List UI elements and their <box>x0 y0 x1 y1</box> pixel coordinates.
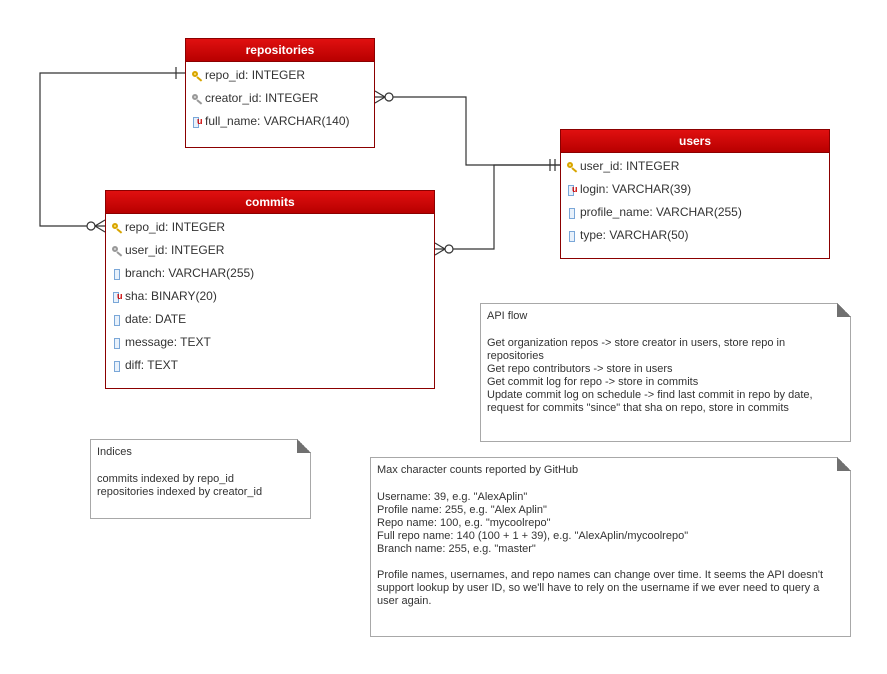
note-fold-corner <box>297 439 311 453</box>
field-row[interactable]: branch: VARCHAR(255) <box>112 263 254 283</box>
field-row[interactable]: login: VARCHAR(39) <box>567 179 691 199</box>
field-label: repo_id: INTEGER <box>205 68 306 82</box>
column-icon <box>112 337 123 350</box>
note-line: Profile name: 255, e.g. "Alex Aplin" <box>377 504 547 516</box>
edge-zero-mark-repositories <box>384 92 394 102</box>
entity-commits[interactable]: commits repo_id: INTEGER user_id: INTEGE… <box>105 190 435 389</box>
note-fold-corner <box>837 457 851 471</box>
column-icon <box>112 360 123 373</box>
note-line: Branch name: 255, e.g. "master" <box>377 543 536 555</box>
note-fold-corner <box>837 303 851 317</box>
field-label: date: DATE <box>125 312 187 326</box>
edge-zero-mark-commits <box>86 221 96 231</box>
field-label: diff: TEXT <box>125 358 178 372</box>
field-row[interactable]: creator_id: INTEGER <box>192 88 318 108</box>
edge-commits-users <box>435 164 560 250</box>
entity-title: users <box>561 130 829 153</box>
column-icon <box>567 207 578 220</box>
field-row[interactable]: repo_id: INTEGER <box>192 65 305 85</box>
field-row[interactable]: message: TEXT <box>112 332 211 352</box>
note-title: Max character counts reported by GitHub <box>377 464 579 476</box>
field-row[interactable]: date: DATE <box>112 309 186 329</box>
field-label: user_id: INTEGER <box>125 243 225 257</box>
unique-column-icon <box>192 116 203 129</box>
field-label: creator_id: INTEGER <box>205 91 319 105</box>
entity-title: repositories <box>186 39 374 62</box>
unique-column-icon <box>112 291 123 304</box>
primary-key-icon <box>112 222 123 233</box>
foreign-key-icon <box>112 245 123 256</box>
field-label: user_id: INTEGER <box>580 159 680 173</box>
note-footer: Profile names, usernames, and repo names… <box>377 569 824 607</box>
field-label: message: TEXT <box>125 335 211 349</box>
note-line: Get repo contributors -> store in users <box>487 363 673 375</box>
primary-key-icon <box>567 161 578 172</box>
field-row[interactable]: diff: TEXT <box>112 355 178 375</box>
field-row[interactable]: type: VARCHAR(50) <box>567 225 688 245</box>
field-label: repo_id: INTEGER <box>125 220 226 234</box>
note-max-chars[interactable]: Max character counts reported by GitHub … <box>370 457 851 637</box>
field-row[interactable]: profile_name: VARCHAR(255) <box>567 202 742 222</box>
field-row[interactable]: repo_id: INTEGER <box>112 217 225 237</box>
field-label: full_name: VARCHAR(140) <box>205 114 350 128</box>
note-line: commits indexed by repo_id <box>97 473 234 485</box>
note-line: Full repo name: 140 (100 + 1 + 39), e.g.… <box>377 530 689 542</box>
edge-many-mark-repositories <box>374 90 386 104</box>
edge-repositories-commits <box>39 72 186 227</box>
column-icon <box>567 230 578 243</box>
edge-zero-mark-commits-user <box>444 244 454 254</box>
note-line: Get organization repos -> store creator … <box>487 337 786 362</box>
field-label: login: VARCHAR(39) <box>580 182 692 196</box>
note-line: Get commit log for repo -> store in comm… <box>487 376 699 388</box>
column-icon <box>112 268 123 281</box>
note-api-flow[interactable]: API flow Get organization repos -> store… <box>480 303 851 442</box>
edge-many-mark-commits <box>94 219 106 233</box>
entity-repositories[interactable]: repositories repo_id: INTEGER creator_id… <box>185 38 375 148</box>
field-label: type: VARCHAR(50) <box>580 228 689 242</box>
note-indices[interactable]: Indices commits indexed by repo_id repos… <box>90 439 311 519</box>
field-label: branch: VARCHAR(255) <box>125 266 255 280</box>
field-label: profile_name: VARCHAR(255) <box>580 205 742 219</box>
column-icon <box>112 314 123 327</box>
unique-column-icon <box>567 184 578 197</box>
foreign-key-icon <box>192 93 203 104</box>
note-line: Username: 39, e.g. "AlexAplin" <box>377 491 528 503</box>
edge-repositories-users <box>375 96 560 166</box>
field-row[interactable]: full_name: VARCHAR(140) <box>192 111 350 131</box>
edge-many-mark-commits-user <box>434 242 446 256</box>
note-line: Update commit log on schedule -> find la… <box>487 389 813 414</box>
field-row[interactable]: user_id: INTEGER <box>112 240 224 260</box>
field-label: sha: BINARY(20) <box>125 289 217 303</box>
note-title: Indices <box>97 446 132 458</box>
entity-title: commits <box>106 191 434 214</box>
field-row[interactable]: user_id: INTEGER <box>567 156 679 176</box>
field-row[interactable]: sha: BINARY(20) <box>112 286 217 306</box>
note-title: API flow <box>487 310 528 322</box>
primary-key-icon <box>192 70 203 81</box>
note-line: Repo name: 100, e.g. "mycoolrepo" <box>377 517 551 529</box>
note-line: repositories indexed by creator_id <box>97 486 263 498</box>
entity-users[interactable]: users user_id: INTEGER login: VARCHAR(39… <box>560 129 830 259</box>
